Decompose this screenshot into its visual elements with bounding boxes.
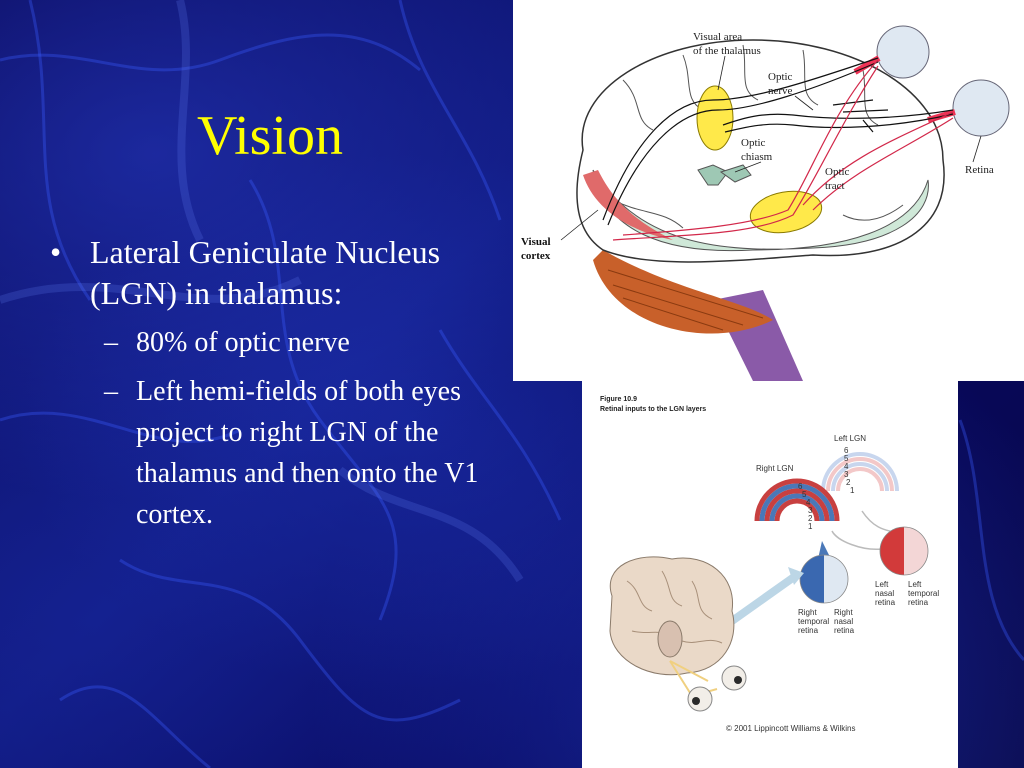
label-visual-area: Visual area: [693, 31, 742, 43]
svg-text:Right: Right: [798, 608, 817, 617]
label-visual-cortex: cortex: [521, 250, 551, 262]
label-optic-nerve: Optic: [768, 71, 793, 83]
label-optic-chiasm: Optic: [741, 137, 766, 149]
cerebellum: [593, 250, 773, 334]
label-optic-nerve: nerve: [768, 85, 793, 97]
brain-illustration: [609, 556, 735, 698]
right-lgn-layers: [754, 478, 840, 522]
figure-number: Figure 10.9: [600, 396, 637, 403]
visual-cortex-area: [583, 170, 673, 240]
optic-tract-fibers: [612, 59, 954, 241]
thalamus-lgn: [696, 85, 734, 151]
svg-text:3: 3: [808, 506, 813, 515]
svg-text:2: 2: [808, 514, 813, 523]
svg-text:temporal: temporal: [798, 617, 829, 626]
pathway-arrow: [818, 541, 830, 559]
svg-text:nasal: nasal: [834, 617, 853, 626]
svg-text:retina: retina: [798, 626, 819, 635]
optic-nerve-fibers: [602, 57, 954, 226]
label-optic-tract: tract: [825, 180, 845, 192]
ventricle: [697, 164, 729, 186]
svg-text:retina: retina: [908, 598, 929, 607]
svg-text:3: 3: [844, 470, 849, 479]
figure-caption: Retinal inputs to the LGN layers: [600, 406, 706, 413]
svg-text:retina: retina: [834, 626, 855, 635]
eyeball: [876, 25, 930, 79]
callout-arrow: [729, 573, 797, 625]
sub-bullet-marker: –: [104, 376, 118, 407]
cortex-gray-matter: [592, 169, 929, 252]
svg-text:4: 4: [844, 462, 849, 471]
label-optic-tract: Optic: [825, 166, 850, 178]
left-retina: [879, 526, 929, 576]
svg-text:nasal: nasal: [875, 589, 894, 598]
sub-bullet-marker: –: [104, 327, 118, 358]
sub-bullet-list: – 80% of optic nerve – Left hemi-fields …: [104, 322, 500, 535]
right-retina: [799, 554, 849, 604]
label-visual-area: of the thalamus: [693, 45, 761, 57]
svg-text:1: 1: [850, 486, 855, 495]
label-visual-cortex: Visual: [521, 236, 551, 248]
svg-text:1: 1: [808, 522, 813, 531]
svg-text:5: 5: [802, 490, 807, 499]
svg-text:Left: Left: [908, 580, 922, 589]
slide-title: Vision: [197, 105, 343, 167]
svg-text:6: 6: [844, 446, 849, 455]
copyright: © 2001 Lippincott Williams & Wilkins: [726, 724, 856, 733]
label-optic-chiasm: chiasm: [741, 151, 773, 163]
svg-text:5: 5: [844, 454, 849, 463]
sub-bullet-item: – Left hemi-fields of both eyes project …: [104, 371, 500, 535]
label-right-lgn: Right LGN: [756, 464, 794, 473]
leader-lines: [560, 55, 982, 241]
svg-text:2: 2: [846, 478, 851, 487]
label-retina: Retina: [965, 164, 994, 176]
thalamus-lgn: [749, 190, 823, 234]
sub-bullet-item: – 80% of optic nerve: [104, 322, 500, 363]
svg-text:retina: retina: [875, 598, 896, 607]
bullet-item: • Lateral Geniculate Nucleus (LGN) in th…: [50, 232, 500, 314]
sub-bullet-text: Left hemi-fields of both eyes project to…: [136, 376, 479, 530]
label-left-lgn: Left LGN: [834, 434, 866, 443]
svg-text:Left: Left: [875, 580, 889, 589]
svg-text:temporal: temporal: [908, 589, 939, 598]
sub-bullet-text: 80% of optic nerve: [136, 327, 350, 358]
eyeballs-illustration: [687, 665, 747, 712]
bullet-text: Lateral Geniculate Nucleus (LGN) in thal…: [90, 234, 441, 311]
left-lgn-layers: [821, 452, 899, 492]
bullet-list: • Lateral Geniculate Nucleus (LGN) in th…: [50, 232, 500, 543]
cerebrum: [576, 39, 945, 263]
svg-text:6: 6: [798, 482, 803, 491]
eyeball: [952, 79, 1010, 137]
lgn-layers-figure: Figure 10.9 Retinal inputs to the LGN la…: [582, 381, 958, 768]
bullet-marker: •: [50, 234, 62, 270]
svg-text:4: 4: [806, 498, 811, 507]
visual-pathway-figure: Visual area of the thalamus Optic nerve …: [513, 0, 1024, 381]
svg-text:Right: Right: [834, 608, 853, 617]
